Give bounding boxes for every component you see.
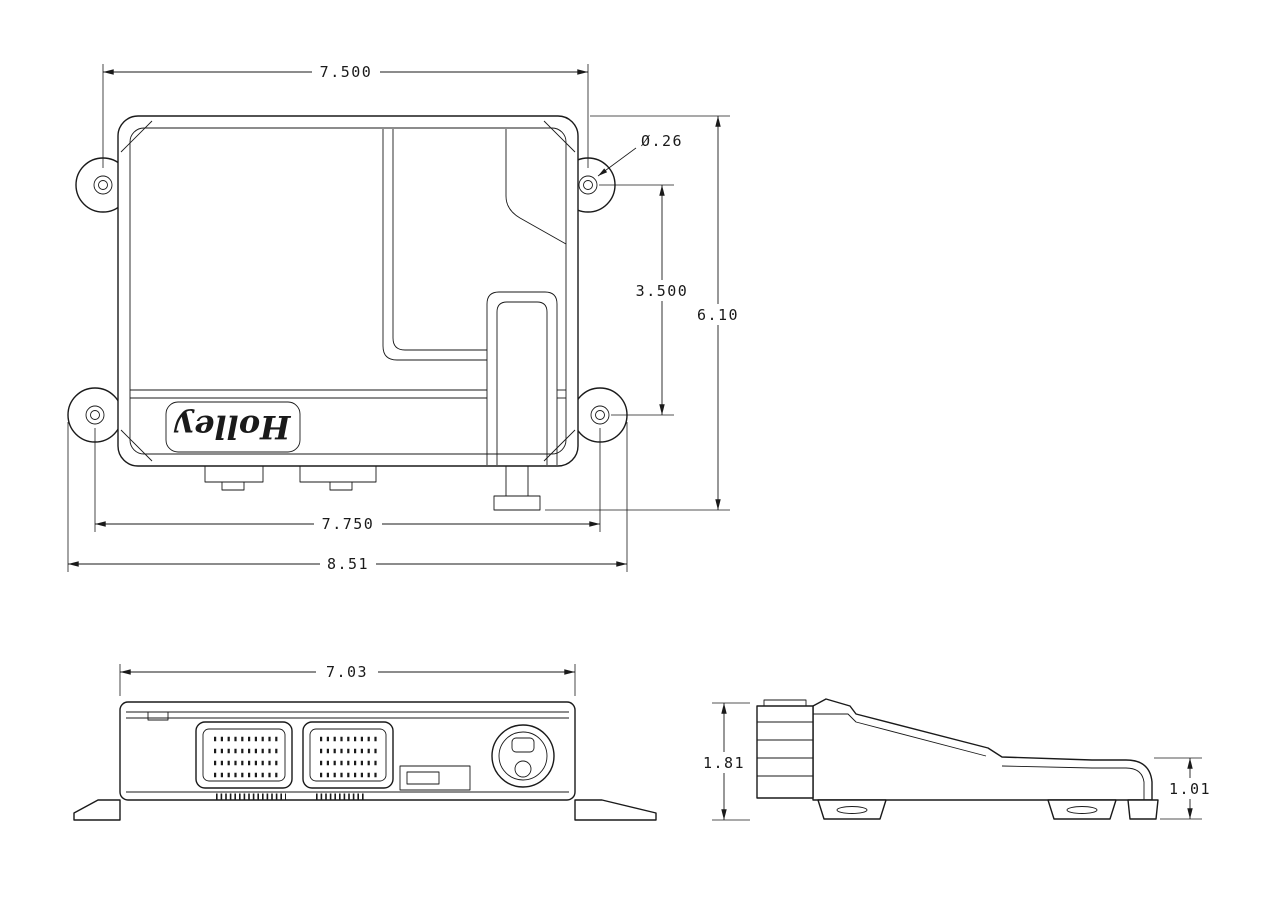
connector-a — [195, 721, 293, 789]
front-foot-right — [574, 799, 657, 821]
bottom-edge-features — [204, 465, 541, 511]
dim-text-side-hole-spacing: 3.500 — [636, 282, 689, 300]
dim-side-hole-spacing: 3.500 — [599, 184, 694, 416]
dim-text-overall-width: 8.51 — [327, 555, 369, 573]
mounting-holes — [85, 175, 610, 425]
front-view: 7.03 — [73, 662, 657, 821]
dim-text-bottom-hole-spacing: 7.750 — [322, 515, 375, 533]
dim-bottom-hole-spacing: 7.750 — [94, 428, 601, 534]
dim-front-width: 7.03 — [119, 662, 576, 696]
dim-text-hole-diameter: Ø.26 — [641, 132, 683, 150]
side-mounting-feet — [817, 799, 1159, 820]
connector-b — [302, 721, 394, 789]
side-body-profile — [812, 698, 1153, 801]
dim-side-height: 1.81 — [700, 702, 750, 821]
dim-text-front-width: 7.03 — [326, 663, 368, 681]
side-foot-left — [817, 799, 887, 820]
aux-port — [399, 765, 471, 791]
dim-top-hole-spacing: 7.500 — [102, 62, 589, 168]
lid-contours — [120, 120, 576, 465]
dim-hole-diameter: Ø.26 — [597, 132, 683, 177]
dim-rear-height: 1.01 — [1154, 757, 1214, 820]
dim-text-rear-height: 1.01 — [1169, 780, 1211, 798]
side-foot-right — [1047, 799, 1117, 820]
holley-logo-text: Holley — [173, 408, 291, 446]
front-foot-left — [73, 799, 121, 821]
holley-logo: Holley — [165, 401, 301, 453]
side-foot-end — [1127, 799, 1159, 820]
side-connector-block — [756, 699, 814, 799]
dim-text-side-height: 1.81 — [703, 754, 745, 772]
round-connector — [491, 724, 555, 788]
dim-text-overall-height: 6.10 — [697, 306, 739, 324]
front-top-detail — [147, 711, 169, 721]
dim-text-top-hole-spacing: 7.500 — [320, 63, 373, 81]
dim-overall-height: 6.10 — [545, 115, 744, 511]
side-view: 1.81 1.01 — [700, 698, 1214, 821]
dim-overall-width: 8.51 — [67, 422, 628, 574]
top-view: Holley 7.500 Ø.26 — [67, 62, 744, 574]
